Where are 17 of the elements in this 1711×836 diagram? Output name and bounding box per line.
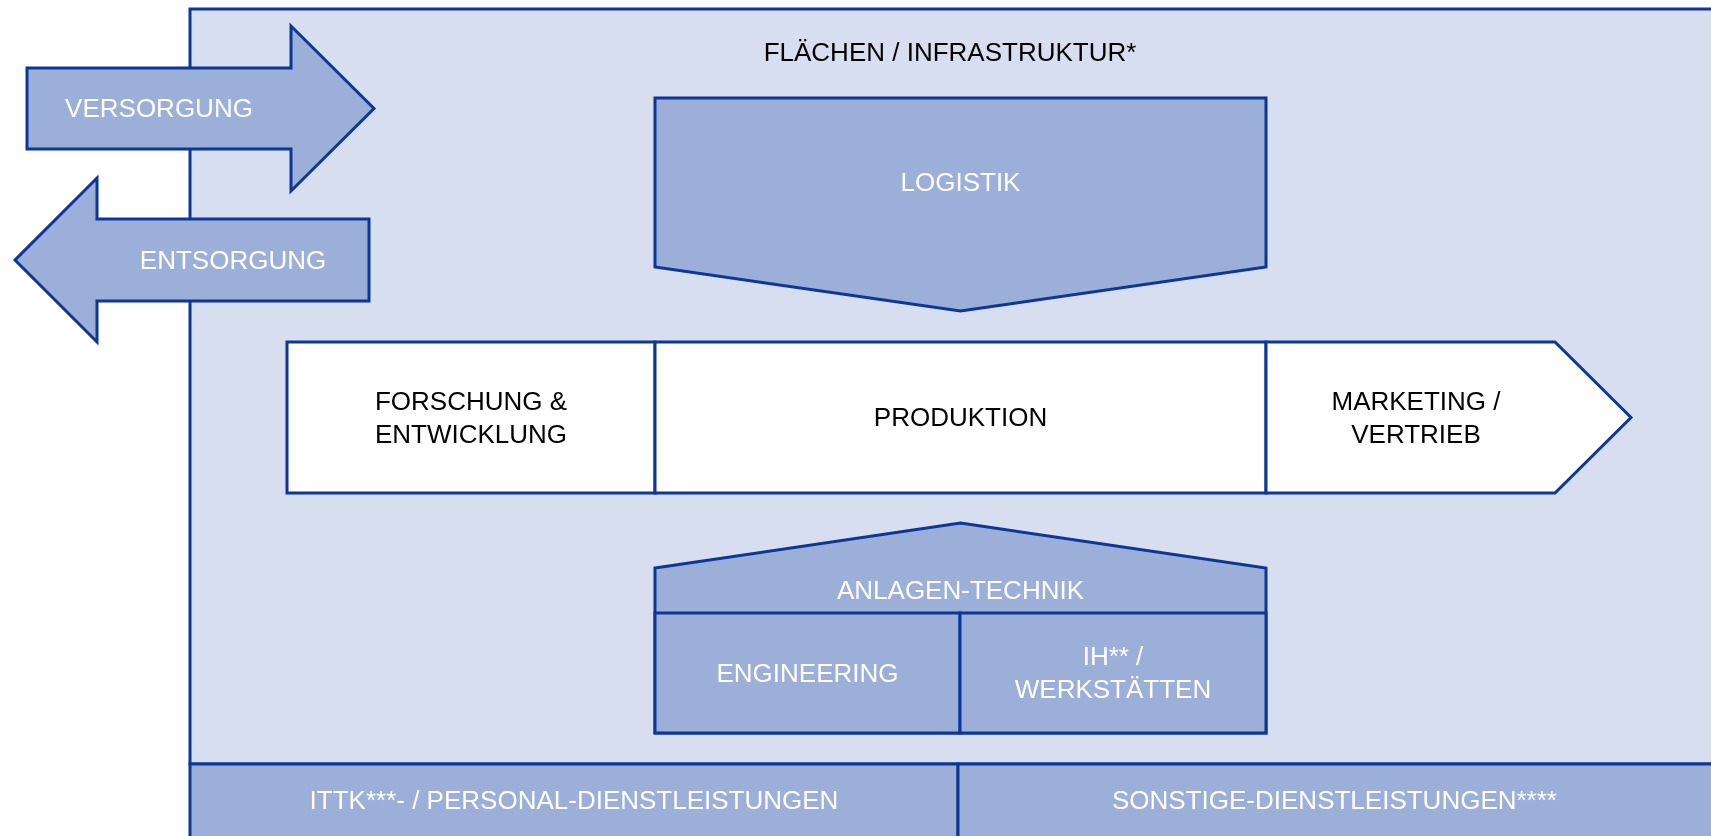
stage-box — [287, 342, 655, 493]
arrow-label: VERSORGUNG — [65, 92, 253, 125]
band-label: SONSTIGE-DIENSTLEISTUNGEN**** — [1112, 783, 1557, 817]
unit-box — [655, 613, 960, 733]
shape-label: ANLAGEN-TECHNIK — [836, 574, 1084, 607]
shape-label: LOGISTIK — [900, 166, 1021, 199]
unit-box — [960, 613, 1266, 733]
box-label: PRODUKTION — [873, 401, 1048, 434]
panel-title: FLÄCHEN / INFRASTRUKTUR* — [763, 35, 1137, 69]
box-label: ENGINEERING — [716, 656, 899, 690]
service-band — [190, 764, 958, 836]
service-band — [958, 764, 1711, 836]
box-label: IH** / WERKSTÄTTEN — [1013, 640, 1213, 706]
band-label: ITTK***- / PERSONAL-DIENSTLEISTUNGEN — [309, 783, 839, 817]
box-label: FORSCHUNG & ENTWICKLUNG — [373, 384, 569, 451]
stage-box — [655, 342, 1266, 493]
shape-label: MARKETING / VERTRIEB — [1330, 384, 1502, 451]
